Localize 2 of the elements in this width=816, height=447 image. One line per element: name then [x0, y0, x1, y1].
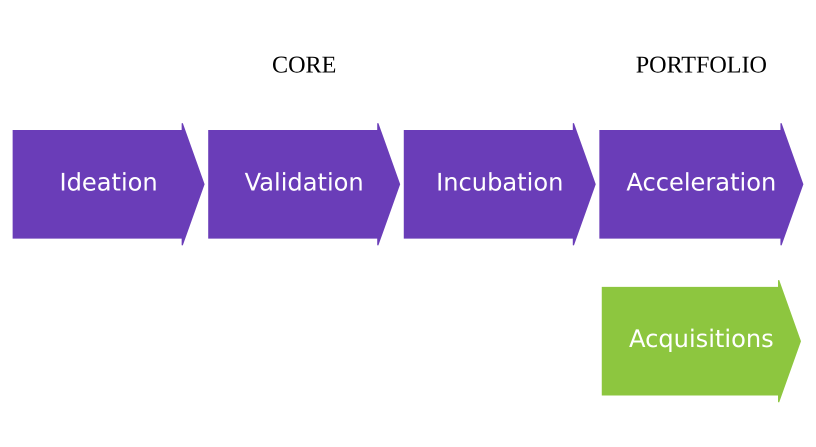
label: CORE: [272, 52, 336, 79]
label: PORTFOLIO: [636, 52, 767, 79]
